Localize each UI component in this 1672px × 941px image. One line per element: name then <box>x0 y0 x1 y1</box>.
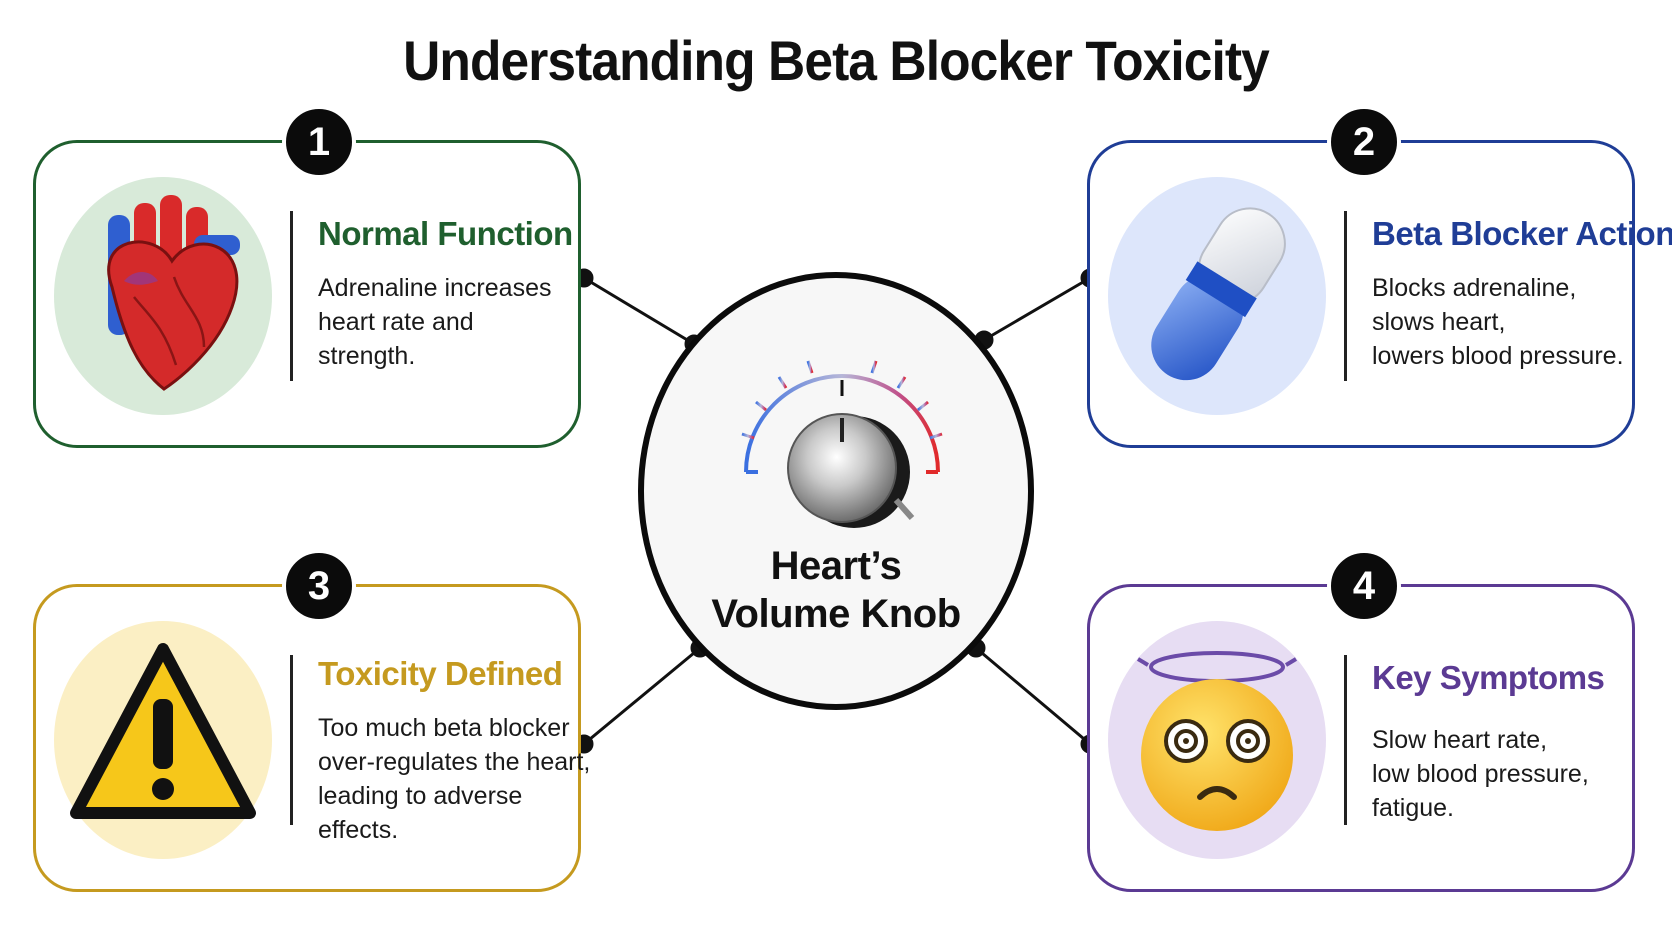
hub-label-line-2: Volume Knob <box>711 592 961 636</box>
card-divider <box>1344 211 1347 381</box>
card-normal-function: 1 Normal Function Adrenaline increases h… <box>33 105 581 448</box>
card-heading: Key Symptoms <box>1372 659 1605 696</box>
dizzy-face-icon <box>1136 651 1298 831</box>
card-body-line: lowers blood pressure. <box>1372 342 1624 370</box>
card-beta-blocker-action: 2 Beta Blocker Action Blocks adrenali <box>1087 105 1672 448</box>
card-body-line: over-regulates the heart, <box>318 748 591 776</box>
card-body: Too much beta blocker over-regulates the… <box>318 711 591 847</box>
step-badge-2: 2 <box>1327 105 1401 179</box>
card-body-line: slows heart, <box>1372 308 1506 336</box>
card-heading: Beta Blocker Action <box>1372 215 1672 252</box>
volume-knob-icon <box>741 352 943 528</box>
page-title: Understanding Beta Blocker Toxicity <box>403 29 1270 92</box>
card-divider <box>290 211 293 381</box>
step-badge-4: 4 <box>1327 549 1401 623</box>
card-divider <box>290 655 293 825</box>
card-body-line: leading to adverse <box>318 782 523 810</box>
warning-illustration <box>54 621 272 859</box>
card-toxicity-defined: 3 Toxicity Defined Too much beta blocker… <box>33 549 591 892</box>
card-key-symptoms: 4 Key Symptoms Slow heart rate, low bloo… <box>1087 549 1635 892</box>
step-badge-1: 1 <box>282 105 356 179</box>
heart-illustration <box>54 177 272 415</box>
hub-label-line-1: Heart’s <box>770 544 902 588</box>
card-body-line: Slow heart rate, <box>1372 726 1548 754</box>
card-body: Adrenaline increases heart rate and stre… <box>318 271 580 373</box>
card-body-line: strength. <box>318 342 416 370</box>
card-body: Slow heart rate, low blood pressure, fat… <box>1372 723 1634 825</box>
card-body-line: effects. <box>318 816 399 844</box>
dizzy-face-illustration <box>1108 621 1326 859</box>
step-badge-3: 3 <box>282 549 356 623</box>
central-hub: Heart’s Volume Knob <box>638 272 1034 710</box>
card-body-line: Adrenaline increases <box>318 274 552 302</box>
pill-illustration <box>1108 177 1326 415</box>
heart-icon <box>107 195 240 391</box>
card-body-line: low blood pressure, <box>1372 760 1589 788</box>
card-heading: Normal Function <box>318 215 573 252</box>
card-body-line: Too much beta blocker <box>318 714 570 742</box>
card-body-line: fatigue. <box>1372 794 1455 822</box>
card-body-line: heart rate and <box>318 308 474 336</box>
card-body-line: Blocks adrenaline, <box>1372 274 1577 302</box>
card-divider <box>1344 655 1347 825</box>
card-heading: Toxicity Defined <box>318 655 563 692</box>
pill-icon <box>1151 207 1286 381</box>
warning-icon <box>70 643 256 819</box>
card-body: Blocks adrenaline, slows heart, lowers b… <box>1372 271 1634 373</box>
